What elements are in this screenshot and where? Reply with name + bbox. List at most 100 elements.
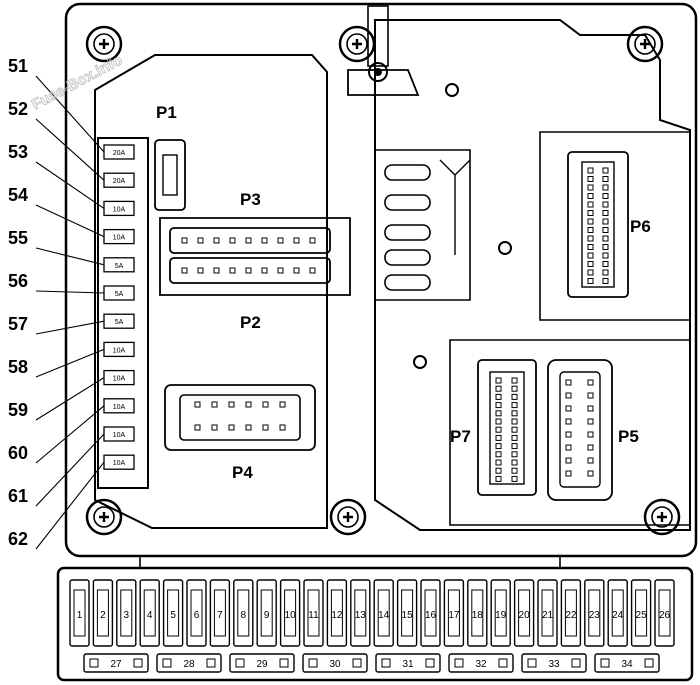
fuse-53: 10A [103, 200, 135, 217]
pin [511, 426, 518, 433]
pin [587, 210, 594, 216]
pin [565, 379, 572, 386]
relay-slot-number: 27 [110, 659, 122, 670]
pin [587, 193, 594, 199]
relay-slot-number: 23 [589, 610, 601, 621]
relay-slot-number: 28 [183, 659, 195, 670]
connector-p4-body [164, 384, 316, 451]
pin [511, 410, 518, 417]
pin [511, 443, 518, 450]
pin [261, 267, 268, 274]
screw-icon [643, 498, 681, 536]
screw-icon [85, 498, 123, 536]
pin [587, 227, 594, 233]
relay-slot-32: 32 [448, 653, 514, 673]
fuse-58: 10A [103, 341, 135, 358]
relay-slot-11: 11 [303, 579, 324, 647]
relay-slot-number: 10 [285, 610, 297, 621]
label-p1: P1 [156, 103, 177, 122]
relay-slot-8: 8 [233, 579, 254, 647]
pin [565, 444, 572, 451]
fuse-number-59: 59 [8, 400, 28, 420]
pin [565, 392, 572, 399]
p6-module [539, 131, 691, 321]
label-p6: P6 [630, 217, 651, 236]
pin [194, 401, 201, 408]
pin [602, 218, 609, 225]
label-p4: P4 [232, 463, 253, 482]
relay-slot-number: 4 [147, 610, 153, 621]
pin [587, 470, 594, 477]
relay-slot-number: 31 [402, 659, 414, 670]
relay-slot-number: 18 [472, 610, 484, 621]
connector-p1-body [154, 139, 186, 211]
pin [511, 418, 518, 425]
housing-outline [64, 2, 698, 558]
pin [181, 267, 188, 274]
fuse-rating: 10A [113, 376, 126, 383]
pin [587, 235, 594, 242]
relay-slot-26: 26 [654, 579, 675, 647]
relay-slot-27: 27 [83, 653, 149, 673]
connector-p7-body [477, 359, 537, 496]
pin [261, 237, 268, 244]
pin [565, 470, 572, 477]
relay-slot-21: 21 [537, 579, 558, 647]
relay-slot-number: 24 [612, 610, 624, 621]
pin [587, 201, 594, 208]
fuse-rating: 10A [113, 432, 126, 439]
leader-line [35, 405, 105, 464]
leader-line [35, 247, 105, 266]
pin [602, 261, 609, 267]
leader-line [35, 461, 105, 550]
pin [587, 392, 594, 399]
relay-base [374, 149, 471, 301]
relay-slot-1: 1 [69, 579, 90, 647]
fuse-rating: 10A [113, 347, 126, 354]
pin [211, 424, 218, 431]
leader-line [35, 118, 105, 181]
fuse-number-54: 54 [8, 185, 28, 205]
alignment-pins [413, 83, 512, 369]
relay-slot-24: 24 [607, 579, 628, 647]
leader-line [35, 290, 105, 294]
pin [495, 393, 502, 400]
leader-line [35, 75, 105, 153]
pin [495, 451, 502, 458]
screw-icon [626, 25, 664, 63]
fuse-51: 20A [103, 144, 135, 160]
relay-slot-3: 3 [116, 579, 137, 647]
relay-slot-number: 20 [519, 610, 531, 621]
pin [587, 167, 594, 174]
fuse-number-55: 55 [8, 228, 28, 248]
fuse-number-58: 58 [8, 357, 28, 377]
relay-slot-number: 29 [256, 659, 268, 670]
fuse-56: 5A [103, 285, 135, 301]
fuse-number-51: 51 [8, 56, 28, 76]
relay-slot-9: 9 [256, 579, 277, 647]
relay-slot-28: 28 [156, 653, 222, 673]
pin [602, 227, 609, 233]
relay-slot-20: 20 [513, 579, 535, 647]
fuse-rating: 5A [115, 291, 124, 298]
relay-slot-number: 15 [402, 610, 414, 621]
pin [587, 444, 594, 451]
screw-icon [85, 25, 123, 63]
pin [587, 252, 594, 259]
pin [587, 379, 594, 386]
relay-slot-number: 9 [264, 610, 270, 621]
relay-slot-number: 1 [77, 610, 83, 621]
pin [229, 267, 236, 274]
pin [511, 385, 518, 392]
pin [602, 269, 609, 276]
pin [602, 184, 609, 191]
relay-slot-30: 30 [302, 653, 368, 673]
fuse-rating: 10A [113, 206, 126, 213]
screw-icon [338, 25, 376, 63]
fuse-rating: 5A [115, 263, 124, 270]
pin [587, 269, 594, 276]
fuse-number-52: 52 [8, 99, 28, 119]
relay-slot-14: 14 [373, 579, 394, 647]
